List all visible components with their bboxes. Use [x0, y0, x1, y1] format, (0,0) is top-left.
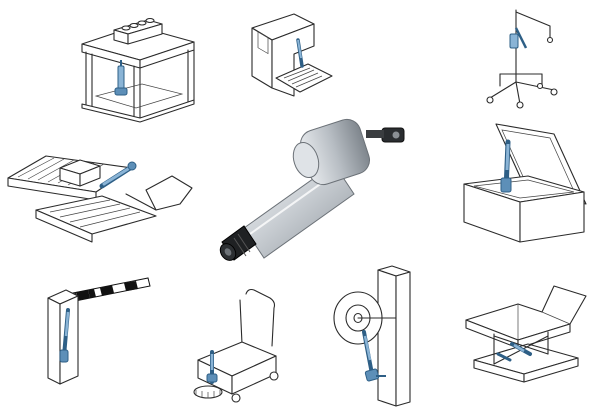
actuator-icon: [500, 139, 512, 193]
hinged-hatch-box: [456, 120, 592, 250]
linear-actuator: [214, 102, 424, 266]
actuator-icon: [206, 350, 218, 384]
mounting-clevis: [366, 127, 405, 143]
machine-console-with-pedal: [248, 6, 336, 106]
barrier-arm: [67, 277, 151, 303]
actuator-icon: [114, 60, 128, 96]
scrub-brush: [195, 390, 221, 398]
actuator-icon: [59, 308, 70, 363]
boom-barrier-gate: [42, 276, 154, 388]
actuator-icon: [296, 38, 304, 68]
actuator-icon: [496, 342, 532, 362]
conveyor-chute: [6, 150, 196, 246]
patient-lift: [480, 4, 560, 109]
adjustable-bed: [458, 274, 594, 390]
motor-housing: [292, 118, 370, 186]
actuator-icon: [99, 161, 137, 189]
actuator-icon: [362, 330, 386, 382]
engine-cylinders: [121, 17, 155, 31]
chute-slats: [49, 199, 141, 228]
floor-scrubber-cart: [184, 286, 290, 408]
disc-wheel: [333, 291, 397, 345]
actuator-icon: [509, 27, 528, 49]
rod-end-cap: [219, 225, 257, 261]
engine-press-station: [78, 14, 198, 124]
pedal-grid: [283, 67, 323, 88]
vertical-post-with-wheel: [328, 265, 418, 408]
